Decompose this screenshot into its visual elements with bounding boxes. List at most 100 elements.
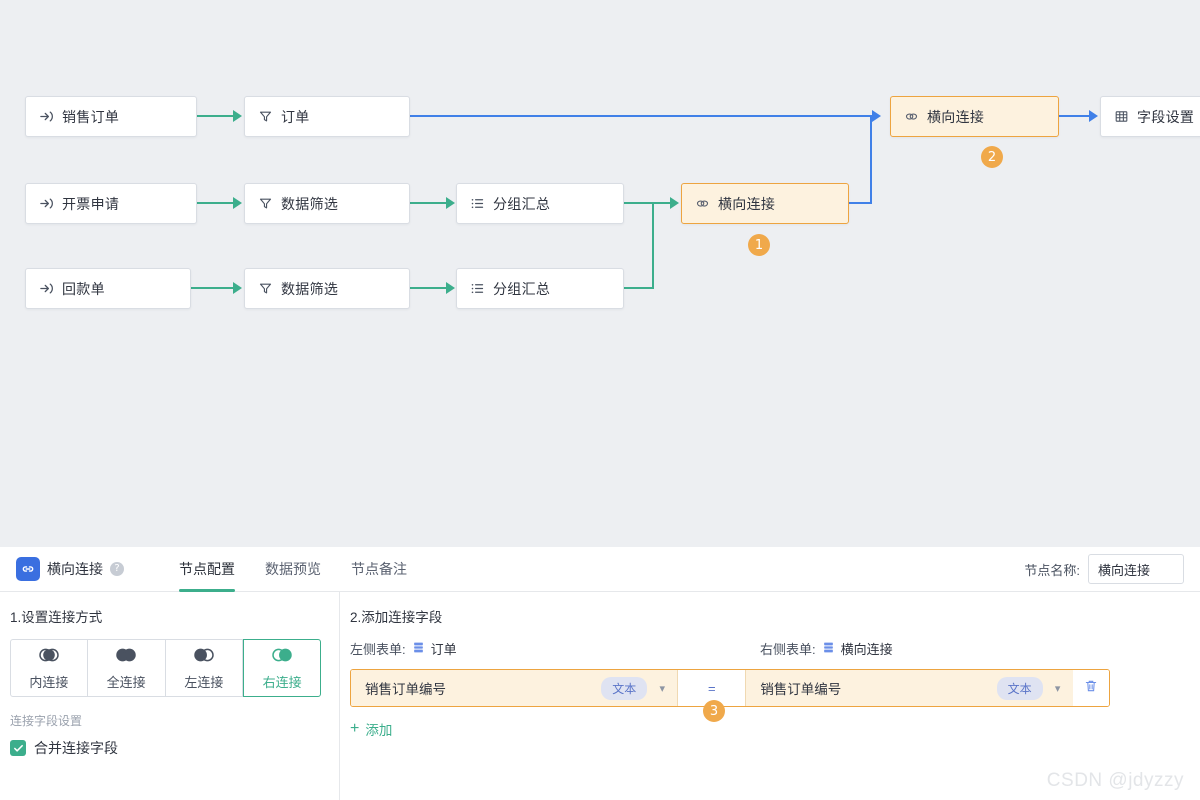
connector-arrow-n10-n11 — [1089, 110, 1098, 122]
delete-mapping-button[interactable] — [1072, 670, 1109, 706]
venn-inner-icon — [36, 646, 62, 667]
join-method-title: 1.设置连接方式 — [10, 610, 103, 625]
tab-1[interactable]: 数据预览 — [265, 561, 321, 577]
field-mapping-row[interactable]: 销售订单编号文本▾=销售订单编号文本▾ — [350, 669, 1110, 707]
flow-node-group[interactable]: 分组汇总 — [456, 183, 624, 224]
field-mapping-list: 销售订单编号文本▾=销售订单编号文本▾ — [350, 669, 1184, 707]
flow-node-label: 订单 — [281, 108, 310, 125]
flow-node-fields[interactable]: 字段设置 — [1100, 96, 1200, 137]
flow-node-input[interactable]: 销售订单 — [25, 96, 197, 137]
connector-arrow-n3-n4 — [233, 197, 242, 209]
left-field-type-badge: 文本 — [601, 676, 648, 700]
step-badge-2: 2 — [981, 146, 1003, 168]
add-mapping-label: 添加 — [365, 723, 393, 738]
add-mapping-button[interactable]: + 添加 — [350, 719, 392, 739]
connector-n9-elbow-v — [870, 116, 872, 203]
join-link-icon — [16, 557, 40, 581]
join-type-option-3[interactable]: 右连接 — [243, 639, 321, 697]
connector-arrow-n5-n9 — [670, 197, 679, 209]
connector-n8-elbow-v — [652, 202, 654, 289]
venn-left-icon — [191, 646, 217, 667]
flow-node-filter[interactable]: 订单 — [244, 96, 410, 137]
left-form-name: 订单 — [430, 642, 457, 657]
panel-body: 1.设置连接方式 内连接 全连接 左连接 右连接 连接字段设置 合并连接字段 2.添加… — [0, 592, 1200, 800]
flow-node-input[interactable]: 开票申请 — [25, 183, 197, 224]
left-field-select[interactable]: 销售订单编号 文本 ▾ — [351, 670, 678, 706]
left-field-name: 销售订单编号 — [365, 682, 446, 697]
plus-icon: + — [350, 720, 360, 737]
tab-0[interactable]: 节点配置 — [179, 547, 235, 592]
right-form-label: 右侧表单: — [760, 642, 816, 657]
flow-node-label: 字段设置 — [1137, 108, 1195, 125]
chevron-down-icon[interactable]: ▾ — [659, 682, 666, 695]
connector-n5-n9 — [624, 202, 672, 204]
join-type-label: 内连接 — [29, 674, 69, 690]
group-list-icon — [469, 281, 485, 297]
join-type-label: 左连接 — [184, 674, 224, 690]
flow-node-join[interactable]: 横向连接 — [890, 96, 1059, 137]
chevron-down-icon[interactable]: ▾ — [1054, 682, 1061, 695]
right-form-info: 右侧表单: 横向连接 — [760, 639, 893, 658]
input-arrow-icon — [38, 196, 54, 212]
tab-2[interactable]: 节点备注 — [351, 561, 407, 577]
connector-n10-n11 — [1059, 115, 1091, 117]
join-type-option-2[interactable]: 左连接 — [165, 639, 244, 697]
connector-n2-n10 — [410, 115, 873, 117]
right-field-type-badge: 文本 — [996, 676, 1043, 700]
help-circle-icon[interactable]: ? — [110, 562, 124, 576]
join-fields-title: 2.添加连接字段 — [350, 610, 443, 625]
join-link-icon — [903, 109, 919, 125]
connector-n6-n7 — [191, 287, 235, 289]
node-name-input[interactable]: 横向连接 — [1088, 554, 1184, 584]
left-form-label: 左侧表单: — [350, 642, 406, 657]
flow-node-join[interactable]: 横向连接 — [681, 183, 849, 224]
input-arrow-icon — [38, 281, 54, 297]
join-type-option-1[interactable]: 全连接 — [87, 639, 166, 697]
join-type-label: 全连接 — [106, 674, 146, 690]
right-field-select[interactable]: 销售订单编号 文本 ▾ — [746, 670, 1073, 706]
node-config-panel: 横向连接 ? 节点配置数据预览节点备注 节点名称: 横向连接 1.设置连接方式 … — [0, 547, 1200, 800]
connector-n4-n5 — [410, 202, 448, 204]
flow-canvas[interactable]: 销售订单订单开票申请数据筛选分组汇总回款单数据筛选分组汇总横向连接横向连接字段设… — [0, 0, 1200, 527]
flow-node-label: 横向连接 — [718, 195, 776, 212]
join-type-option-0[interactable]: 内连接 — [10, 639, 88, 697]
flow-node-input[interactable]: 回款单 — [25, 268, 191, 309]
merge-fields-label: 合并连接字段 — [34, 740, 118, 756]
checkbox-checked-icon[interactable] — [10, 740, 26, 756]
merge-fields-checkbox-row[interactable]: 合并连接字段 — [10, 738, 323, 758]
filter-icon — [257, 281, 273, 297]
connector-n7-n8 — [410, 287, 448, 289]
panel-tabs: 节点配置 数据预览 节点备注 — [179, 547, 407, 592]
field-settings-label: 连接字段设置 — [10, 714, 83, 728]
right-form-name: 横向连接 — [840, 642, 893, 657]
input-arrow-icon — [38, 109, 54, 125]
panel-header: 横向连接 ? 节点配置数据预览节点备注 节点名称: 横向连接 — [0, 547, 1200, 592]
step-badge-1: 1 — [748, 234, 770, 256]
connector-n1-n2 — [197, 115, 235, 117]
flow-node-label: 数据筛选 — [281, 195, 339, 212]
connector-arrow-n6-n7 — [233, 282, 242, 294]
form-icon — [822, 641, 835, 657]
flow-node-label: 数据筛选 — [281, 280, 339, 297]
trash-icon — [1084, 679, 1098, 698]
canvas-hscrollbar-track[interactable] — [0, 527, 1200, 547]
forms-row: 左侧表单: 订单 右侧表单: — [350, 639, 1184, 658]
right-field-name: 销售订单编号 — [760, 682, 842, 697]
join-method-column: 1.设置连接方式 内连接 全连接 左连接 右连接 连接字段设置 合并连接字段 — [0, 592, 340, 800]
group-list-icon — [469, 196, 485, 212]
form-icon — [412, 641, 425, 657]
panel-node-name-text: 横向连接 — [47, 561, 103, 577]
flow-node-filter[interactable]: 数据筛选 — [244, 268, 410, 309]
connector-arrow-n7-n8 — [446, 282, 455, 294]
connector-arrow-n4-n5 — [446, 197, 455, 209]
flow-node-filter[interactable]: 数据筛选 — [244, 183, 410, 224]
flow-node-label: 分组汇总 — [493, 280, 551, 297]
venn-right-icon — [269, 646, 295, 667]
flow-node-group[interactable]: 分组汇总 — [456, 268, 624, 309]
step-badge-3: 3 — [703, 700, 725, 722]
left-form-info: 左侧表单: 订单 — [350, 639, 760, 658]
join-link-icon — [694, 196, 710, 212]
connector-arrow-n1-n2 — [233, 110, 242, 122]
join-type-selector: 内连接 全连接 左连接 右连接 — [10, 639, 321, 697]
